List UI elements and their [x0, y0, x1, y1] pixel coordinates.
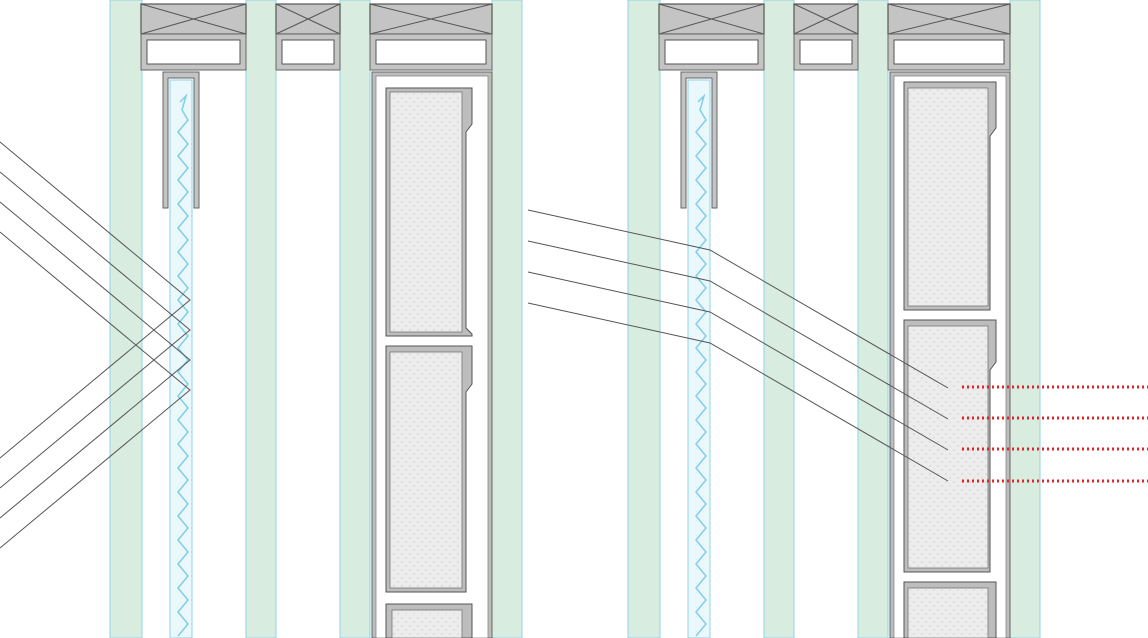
glass-pane — [339, 0, 371, 638]
ray-line — [527, 271, 949, 451]
glass-pane — [491, 0, 523, 638]
left-unit — [0, 0, 523, 638]
blind-frame — [889, 71, 1011, 638]
ray-line — [0, 231, 191, 549]
red-dotted-heat-icon — [962, 385, 1148, 483]
ray-line — [0, 141, 191, 459]
insulation-core — [389, 91, 463, 333]
spacer-tray — [275, 33, 341, 71]
spacer-cross-icon — [887, 3, 1011, 35]
spacer-tray — [887, 33, 1011, 71]
ray-line — [0, 201, 191, 519]
spacer-cross-icon — [658, 3, 765, 35]
spacer-cross-icon — [275, 3, 341, 35]
insulation-core — [907, 87, 989, 307]
zigzag-prism-film-icon — [177, 93, 189, 637]
prism-film-layer — [687, 79, 711, 638]
prism-hanger — [162, 71, 200, 209]
glass-pane — [1009, 0, 1041, 638]
transmitted-rays — [527, 209, 949, 482]
insulation-core — [391, 609, 463, 638]
ray-line — [527, 240, 949, 420]
ray-line — [527, 302, 949, 482]
prism-hanger — [680, 71, 718, 209]
glass-pane — [857, 0, 889, 638]
insulation-core — [907, 325, 989, 569]
glass-pane — [109, 0, 143, 638]
ray-line — [0, 171, 191, 489]
prism-film-layer — [169, 79, 193, 638]
spacer-cross-icon — [369, 3, 493, 35]
glass-pane — [763, 0, 795, 638]
spacer-tray — [140, 33, 247, 71]
spacer-cross-icon — [793, 3, 859, 35]
ray-line — [527, 209, 949, 389]
reflected-rays — [0, 141, 191, 549]
spacer-tray — [369, 33, 493, 71]
spacer-cross-icon — [140, 3, 247, 35]
spacer-tray — [793, 33, 859, 71]
insulation-core — [389, 351, 463, 589]
glass-pane — [627, 0, 661, 638]
blind-frame — [371, 71, 493, 638]
zigzag-prism-film-icon — [695, 93, 707, 637]
glass-pane — [245, 0, 277, 638]
insulation-core — [907, 587, 989, 638]
right-unit — [527, 0, 1148, 638]
spacer-tray — [658, 33, 765, 71]
